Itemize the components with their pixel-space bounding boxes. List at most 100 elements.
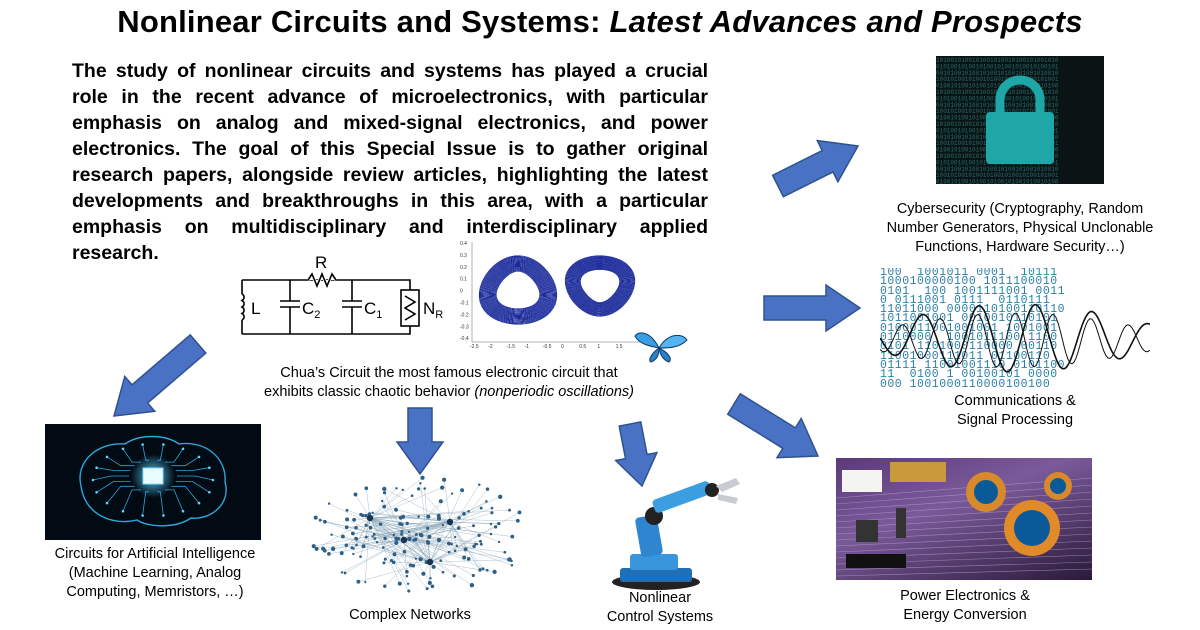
attractor-left-lobe	[483, 259, 553, 321]
page-title: Nonlinear Circuits and Systems: Latest A…	[0, 4, 1200, 40]
attractor-left-lobe	[480, 257, 556, 323]
attractor-right-lobe	[576, 265, 624, 307]
attractor-right-lobe	[567, 257, 633, 315]
butterfly-icon	[634, 332, 688, 363]
attractor-left-lobe	[489, 264, 547, 316]
networks-line1: Complex Networks	[349, 607, 471, 623]
ai-line3: Computing, Memristors, …)	[66, 584, 244, 600]
attractor-right-lobe	[571, 261, 629, 311]
y-tick-label: 0.1	[460, 277, 467, 283]
chip-icon	[142, 467, 164, 485]
chua-caption-line2: exhibits classic chaotic behavior (nonpe…	[264, 384, 634, 400]
y-tick-label: -0.4	[460, 336, 469, 342]
attractor-right-lobe	[576, 266, 624, 306]
complex-network-image	[311, 475, 522, 593]
attractor-left-lobe	[486, 262, 550, 318]
chua-attractor-plot: 0.40.30.20.10-0.1-0.2-0.3-0.4 -2.5-2-1.5…	[460, 241, 640, 350]
y-tick-label: 0.3	[460, 253, 467, 259]
capacitor-c1-label: C1	[364, 299, 382, 321]
attractor-left-lobe	[487, 262, 549, 318]
attractor-left-lobe	[491, 266, 545, 314]
cybersecurity-line1: Cybersecurity (Cryptography, Random	[896, 201, 1144, 217]
attractor-left-lobe	[479, 256, 557, 324]
attractor-left-lobe	[496, 271, 540, 309]
power-line1: Power Electronics &	[900, 588, 1030, 604]
x-tick-label: 1.5	[616, 344, 623, 350]
x-tick-label: -0.5	[543, 344, 552, 350]
svg-text:010010100101001010010100101001: 0100101001010010100101001010010100	[936, 83, 1059, 90]
direction-arrow	[726, 392, 820, 459]
y-tick-label: -0.2	[460, 312, 469, 318]
attractor-left-lobe	[494, 269, 542, 311]
intro-paragraph: The study of nonlinear circuits and syst…	[72, 60, 708, 264]
attractor-right-lobe	[570, 260, 630, 312]
attractor-right-lobe	[569, 260, 630, 312]
attractor-left-lobe	[491, 267, 545, 313]
attractor-right-lobe	[578, 268, 622, 304]
attractor-left-lobe	[485, 261, 551, 319]
communications-image: 100 1001011 0001 10111 1000100000100 101…	[880, 268, 1150, 390]
control-caption: Nonlinear Control Systems	[580, 589, 740, 627]
chua-caption: Chua’s Circuit the most famous electroni…	[218, 364, 680, 402]
attractor-right-lobe	[569, 259, 631, 313]
resistor-label: R	[315, 253, 327, 272]
attractor-left-lobe	[478, 255, 558, 325]
svg-text:001010010100101001010010100101: 0010100101001010010100101001010010	[936, 166, 1059, 173]
svg-text:001010010100101001010010100101: 0010100101001010010100101001010010	[936, 70, 1059, 77]
communications-line2: Signal Processing	[956, 412, 1074, 428]
attractor-left-lobe	[492, 267, 544, 313]
chua-circuit-diagram: R L C2 C1 NR	[240, 253, 443, 335]
control-line1: Nonlinear	[628, 590, 692, 606]
nonlinear-resistor-label: NR	[423, 299, 443, 321]
attractor-left-lobe	[482, 258, 554, 322]
y-tick-label: -0.1	[460, 301, 469, 307]
attractor-left-lobe	[495, 270, 541, 310]
y-tick-label: 0.2	[460, 265, 467, 271]
attractor-right-lobe	[565, 255, 635, 317]
x-tick-label: 0.5	[579, 344, 586, 350]
attractor-left-lobe	[489, 265, 547, 315]
attractor-right-lobe	[569, 259, 631, 313]
svg-text:100101001010010100101001010010: 1001010010100101001010010100101001	[936, 76, 1059, 83]
attractor-left-lobe	[485, 261, 551, 319]
networks-caption: Complex Networks	[300, 606, 520, 625]
x-tick-label: -1	[525, 344, 530, 350]
svg-text:010010100101001010010100101001: 0100101001010010100101001010010100	[936, 179, 1059, 184]
lock-shackle	[995, 75, 1045, 114]
attractor-right-lobe	[579, 268, 621, 304]
attractor-right-lobe	[572, 262, 628, 310]
attractor-left-lobe	[487, 263, 549, 317]
ai-line1: Circuits for Artificial Intelligence	[54, 546, 256, 562]
y-tick-label: -0.3	[460, 324, 469, 330]
attractor-right-lobe	[570, 260, 630, 312]
attractor-right-lobe	[577, 266, 623, 306]
title-emphasis: Latest Advances and Prospects	[609, 4, 1083, 39]
svg-text:100101001010010100101001010010: 1001010010100101001010010100101001	[936, 172, 1059, 179]
attractor-left-lobe	[484, 260, 552, 320]
x-tick-label: -1.5	[506, 344, 515, 350]
attractor-left-lobe	[494, 269, 542, 311]
power-electronics-image	[836, 458, 1092, 580]
attractor-left-lobe	[480, 256, 556, 324]
ai-line2: (Machine Learning, Analog	[68, 565, 242, 581]
attractor-left-lobe	[479, 255, 557, 325]
y-tick-label: 0.4	[460, 241, 467, 247]
x-tick-label: -2	[488, 344, 493, 350]
capacitor-c2-label: C2	[302, 299, 320, 321]
attractor-left-lobe	[484, 260, 552, 320]
attractor-left-lobe	[488, 264, 548, 316]
robot-arm-image	[612, 478, 740, 590]
attractor-right-lobe	[573, 263, 627, 309]
lock-icon	[986, 112, 1054, 164]
x-tick-label: 1	[597, 344, 600, 350]
attractor-right-lobe	[567, 257, 633, 315]
y-tick-label: 0	[460, 289, 463, 295]
attractor-right-lobe	[568, 258, 632, 314]
attractor-right-lobe	[566, 256, 634, 316]
attractor-left-lobe	[490, 266, 546, 314]
power-caption: Power Electronics & Energy Conversion	[860, 587, 1070, 625]
cybersecurity-line2: Number Generators, Physical Unclonable	[886, 220, 1154, 236]
attractor-left-lobe	[492, 268, 543, 312]
direction-arrow	[112, 333, 207, 417]
